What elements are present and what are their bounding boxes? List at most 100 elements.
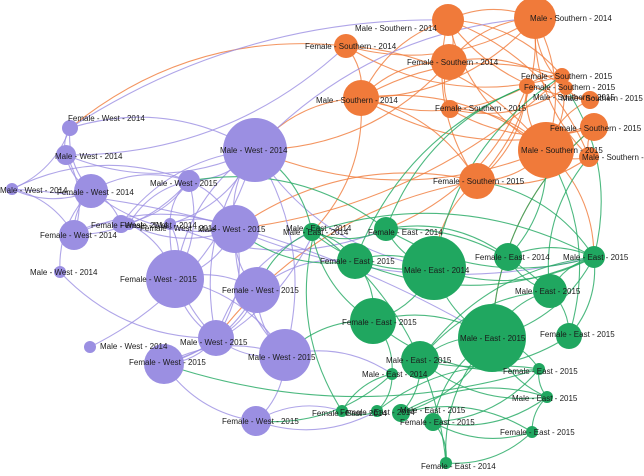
node-label-s14: Female - Southern - 2015 [433,177,525,186]
node-label-w13: Female - West - 2015 [222,286,299,295]
node-s14[interactable] [459,163,495,199]
node-label-e15: Female - East - 2015 [400,418,475,427]
node-label-s5: Male - Southern - 2014 [316,96,398,105]
node-label-e17: Female - East - 2014 [312,409,387,418]
node-label-e14: Male - East - 2015 [400,406,466,415]
edge-e2-w8 [188,176,387,230]
node-s10[interactable] [441,100,459,118]
node-w2[interactable] [56,145,76,165]
node-s9[interactable] [581,91,599,109]
node-s4[interactable] [431,44,467,80]
node-label-s10: Female - Southern - 2015 [435,104,527,113]
node-e7[interactable] [350,298,396,344]
node-w10[interactable] [211,205,259,253]
node-e16[interactable] [526,426,538,438]
node-label-e7: Female - East - 2015 [342,318,417,327]
node-label-s3: Female - Southern - 2014 [305,42,397,51]
node-s12[interactable] [580,113,608,141]
edge-s14-w10 [234,172,478,230]
node-w14[interactable] [198,320,234,356]
edge-s8-s10 [449,87,567,114]
edge-s5-e1 [311,97,362,233]
edge-e13-e15 [432,396,548,426]
node-label-w12: Female - West - 2015 [120,275,197,284]
node-e12[interactable] [533,363,545,375]
node-e21[interactable] [309,224,321,236]
node-s1[interactable] [514,0,556,39]
node-label-w18: Male - West - 2014 [100,342,168,351]
node-label-w3: Male - West - 2014 [0,186,68,195]
node-label-w15: Male - West - 2015 [248,353,316,362]
node-label-e1: Male - East - 2014 [283,228,349,237]
edge-e12-e17 [376,365,540,412]
node-label-s13: Male - Southern - 2015 [582,153,644,162]
edge-s2-s9 [447,19,591,101]
node-w12[interactable] [146,250,204,308]
node-e11[interactable] [401,341,439,379]
node-e4[interactable] [402,236,466,300]
node-e18[interactable] [386,368,398,380]
node-e19[interactable] [336,405,348,417]
node-label-w17: Female - West - 2015 [222,417,299,426]
edge-s3-w1 [69,43,347,129]
node-e17[interactable] [371,405,383,417]
node-e20[interactable] [440,457,452,469]
node-e6[interactable] [583,246,605,268]
node-label-e13: Male - East - 2015 [512,394,578,403]
node-e8[interactable] [458,304,526,372]
node-s5[interactable] [343,80,379,116]
node-label-e9: Male - East - 2015 [515,287,581,296]
node-w1[interactable] [62,120,78,136]
node-label-w11: Female - West - 2014 [140,224,217,233]
node-label-e16: Female - East - 2015 [500,428,575,437]
node-label-e8: Male - East - 2015 [460,334,526,343]
node-s2[interactable] [432,4,464,36]
node-s7[interactable] [519,78,535,94]
node-e3[interactable] [337,243,373,279]
node-w9[interactable] [123,218,135,230]
node-label-e6: Male - East - 2015 [563,253,629,262]
edge-e14-e16 [400,405,533,433]
node-s6[interactable] [554,68,570,84]
node-e2[interactable] [374,217,398,241]
node-e9[interactable] [533,274,567,308]
edge-e6-s8 [565,87,602,258]
node-layer [6,0,608,469]
node-w16[interactable] [144,344,184,384]
node-s13[interactable] [579,147,599,167]
node-e5[interactable] [494,243,522,271]
edge-e2-e9 [385,228,551,292]
edge-e19-e21 [305,229,343,412]
node-label-e21: Male - East - 2014 [286,224,352,233]
node-w19[interactable] [54,266,66,278]
node-label-s11: Male - Southern - 2015 [521,146,603,155]
node-w4[interactable] [74,174,108,208]
node-e15[interactable] [424,413,442,431]
node-label-w10: Male - West - 2015 [198,225,266,234]
node-label-w9: Female - West - 2014 [120,221,197,230]
node-w17[interactable] [241,406,271,436]
node-w6[interactable] [223,118,287,182]
node-w18[interactable] [84,341,96,353]
node-e10[interactable] [556,323,582,349]
node-w13[interactable] [234,267,280,313]
node-w5[interactable] [59,220,89,250]
node-label-w4: Female - West - 2014 [57,188,134,197]
node-w8[interactable] [178,170,200,192]
node-s3[interactable] [334,34,358,58]
edge-w6-s1 [254,17,536,151]
node-s8[interactable] [559,81,573,95]
node-label-w7: Female - West - 2014 [91,221,168,230]
node-label-e12: Female - East - 2015 [503,367,578,376]
node-w15[interactable] [259,329,311,381]
edge-e16-e20 [445,431,533,464]
node-w3[interactable] [6,183,18,195]
node-s11[interactable] [518,122,574,178]
node-w11[interactable] [164,218,176,230]
edge-e3-s7 [354,85,528,262]
node-e13[interactable] [541,391,553,403]
edge-w3-w8 [11,164,190,190]
node-e14[interactable] [392,404,410,422]
node-label-s7: Female - Southern - 2015 [524,83,616,92]
